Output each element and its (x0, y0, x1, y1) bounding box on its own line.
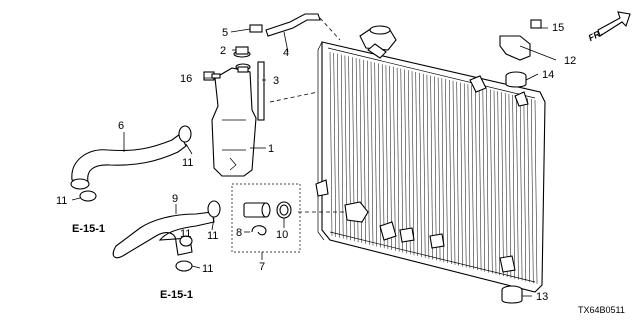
callout-5: 5 (222, 27, 228, 39)
reserve-tank (211, 67, 257, 177)
callout-14: 14 (542, 69, 554, 81)
callout-11-lower-clamp: 11 (207, 230, 218, 242)
radiator-core-fins (329, 51, 538, 285)
overflow-hose (265, 13, 321, 37)
bracket-bolt (530, 19, 542, 29)
hose-clamp-lower-a (207, 200, 221, 218)
upper-radiator-hose (70, 133, 187, 190)
o-ring (276, 201, 292, 219)
callout-9: 9 (172, 193, 178, 205)
leader-lines (71, 17, 557, 297)
reference-labels: E-15-1 E-15-1 (72, 223, 193, 301)
callout-3: 3 (273, 75, 279, 87)
callout-10: 10 (276, 229, 288, 241)
callout-11-lower-mid: 11 (180, 228, 191, 240)
hose-clamp-upper-a (178, 125, 192, 143)
callout-11-upper-end: 11 (56, 195, 67, 207)
hose-clamp-lower-b (179, 235, 193, 247)
radiator (315, 25, 546, 293)
lower-radiator-hose (112, 211, 215, 272)
drain-plug (243, 202, 271, 218)
tank-pipe (257, 61, 265, 121)
upper-cushion (505, 71, 527, 88)
reserve-tank-cap (235, 63, 251, 73)
callout-7: 7 (259, 261, 265, 273)
callout-13: 13 (536, 291, 548, 303)
callout-16: 16 (180, 73, 192, 85)
lower-cushion (501, 285, 523, 304)
hose-clip (249, 24, 263, 33)
callout-8: 8 (236, 227, 242, 239)
drain-assembly-box (231, 183, 301, 253)
callout-2: 2 (220, 45, 226, 57)
mounting-bolt (203, 71, 221, 81)
diagram-code: TX64B0511 (578, 305, 625, 315)
clip (251, 225, 267, 236)
callout-11-lower-end: 11 (202, 263, 213, 275)
callout-15: 15 (552, 22, 564, 34)
upper-bracket (499, 35, 531, 61)
callout-12: 12 (564, 55, 576, 67)
hose-clamp-upper-b (79, 190, 97, 202)
callout-1: 1 (268, 143, 274, 155)
callout-4: 4 (283, 47, 289, 59)
tank-cap-seal (233, 46, 251, 58)
callout-11-upper-clamp: 11 (182, 157, 193, 169)
callout-labels: 1 2 3 4 5 6 7 8 9 10 11 11 11 11 11 12 1… (56, 22, 576, 303)
callout-6: 6 (118, 120, 124, 132)
reference-lower-hose: E-15-1 (160, 289, 193, 301)
reference-upper-hose: E-15-1 (72, 223, 105, 235)
front-direction-indicator: FR. (587, 11, 631, 43)
